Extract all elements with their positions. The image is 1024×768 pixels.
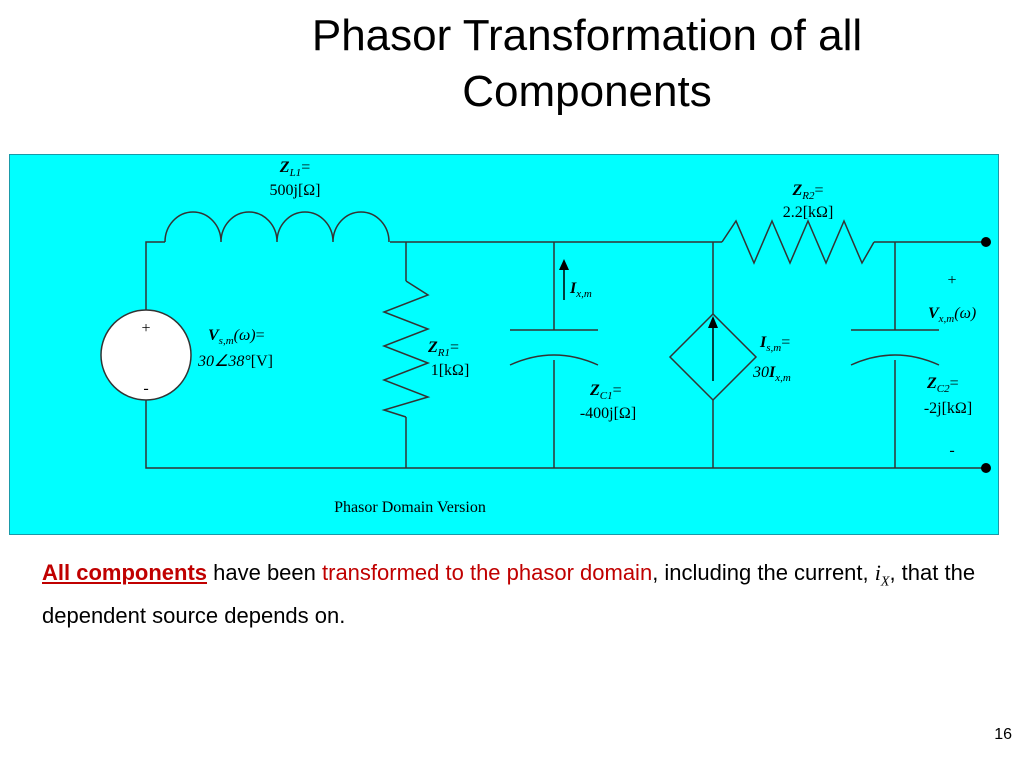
vs-name: V bbox=[208, 327, 220, 344]
zc1-subscript: C1 bbox=[600, 390, 613, 402]
highlight-phasor-domain: transformed to the phasor domain bbox=[322, 560, 653, 585]
dependent-current-source bbox=[668, 312, 758, 402]
slide-title-line-2: Components bbox=[462, 67, 712, 116]
zr1-label: ZR1= bbox=[427, 339, 459, 359]
circuit-wires bbox=[145, 241, 985, 469]
zr1-equals: = bbox=[450, 339, 459, 356]
zl1-value: 500j[Ω] bbox=[270, 182, 321, 199]
zr1-name: Z bbox=[427, 339, 438, 356]
zl1-equals: = bbox=[301, 159, 310, 176]
circuit-caption: Phasor Domain Version bbox=[334, 499, 486, 516]
circuit-diagram: + - ZL1= 500j[Ω] ZR2= 2.2[kΩ] Vs,m(ω)= bbox=[100, 159, 991, 516]
zc2-subscript: C2 bbox=[937, 383, 950, 395]
slide-body-text: All components have been transformed to … bbox=[42, 556, 992, 633]
dep-source-label: Is,m= bbox=[759, 334, 790, 354]
vs-arg: (ω) bbox=[234, 327, 256, 344]
output-terminal-top bbox=[981, 237, 991, 247]
output-terminal-bottom bbox=[981, 463, 991, 473]
zc2-name: Z bbox=[926, 375, 937, 392]
zr2-equals: = bbox=[814, 182, 823, 199]
capacitor-c1-plate-bottom bbox=[509, 354, 599, 366]
body-text-part-3: , including the current, bbox=[652, 560, 875, 585]
dep-source-arrow-head bbox=[708, 316, 718, 328]
zc1-label: ZC1= bbox=[589, 382, 622, 402]
dep-source-value: 30Ix,m bbox=[752, 364, 791, 384]
capacitor-c2-plate-bottom bbox=[850, 354, 940, 366]
zc2-equals: = bbox=[950, 375, 959, 392]
zr2-name: Z bbox=[791, 182, 802, 199]
dep-source-ref-name: I bbox=[768, 364, 776, 381]
zr2-value: 2.2[kΩ] bbox=[783, 204, 834, 221]
highlight-all-components: All components bbox=[42, 560, 208, 585]
zc2-label: ZC2= bbox=[926, 375, 959, 395]
ix-arrow-head bbox=[559, 259, 569, 270]
zc1-name: Z bbox=[589, 382, 600, 399]
zc2-value: -2j[kΩ] bbox=[924, 400, 972, 417]
zc1-value: -400j[Ω] bbox=[580, 405, 636, 422]
ix-symbol-subscript: X bbox=[880, 574, 890, 590]
source-minus-sign: - bbox=[143, 380, 148, 397]
resistor-zr2 bbox=[721, 219, 875, 265]
ix-name: I bbox=[569, 280, 577, 297]
dep-source-name: I bbox=[759, 334, 767, 351]
zr1-value: 1[kΩ] bbox=[431, 362, 470, 379]
vout-subscript: x,m bbox=[938, 313, 955, 325]
zl1-label: ZL1= bbox=[279, 159, 310, 179]
circuit-panel: + - ZL1= 500j[Ω] ZR2= 2.2[kΩ] Vs,m(ω)= bbox=[9, 154, 999, 535]
vs-value: 30∠38°[V] bbox=[197, 353, 273, 370]
ix-subscript: x,m bbox=[575, 288, 592, 300]
zl1-subscript: L1 bbox=[289, 167, 302, 179]
vs-label: Vs,m(ω)= bbox=[208, 327, 265, 347]
inductor-zl1 bbox=[164, 211, 390, 243]
zr1-subscript: R1 bbox=[437, 347, 450, 359]
vout-arg: (ω) bbox=[954, 305, 976, 322]
body-text-part-2: have been bbox=[207, 560, 322, 585]
dep-source-gain: 30 bbox=[752, 364, 769, 381]
ix-symbol-letter: i bbox=[874, 560, 881, 585]
vout-name: V bbox=[928, 305, 940, 322]
resistor-zr1 bbox=[381, 280, 431, 418]
ix-symbol: iX bbox=[874, 560, 890, 589]
ix-label: Ix,m bbox=[569, 280, 592, 300]
source-plus-sign: + bbox=[141, 320, 150, 337]
vout-minus-sign: - bbox=[949, 442, 954, 459]
zl1-name: Z bbox=[279, 159, 290, 176]
vs-subscript: s,m bbox=[219, 335, 234, 347]
body-text-part-4: , that the dependent source depends on. bbox=[42, 560, 976, 629]
slide-title: Phasor Transformation of all Components bbox=[150, 8, 1024, 120]
vs-unit: [V] bbox=[251, 353, 273, 370]
slide-title-line-1: Phasor Transformation of all bbox=[311, 11, 863, 60]
zr2-label: ZR2= bbox=[791, 182, 823, 202]
zc1-equals: = bbox=[613, 382, 622, 399]
vs-value-italic: 30∠38° bbox=[197, 353, 251, 370]
dep-source-equals: = bbox=[781, 334, 790, 351]
vout-plus-sign: + bbox=[947, 272, 956, 289]
dep-source-ref-subscript: x,m bbox=[774, 372, 791, 384]
page-number: 16 bbox=[994, 726, 1012, 743]
dep-source-subscript: s,m bbox=[766, 342, 781, 354]
voltage-source-circle bbox=[100, 309, 192, 401]
vout-label: Vx,m(ω) bbox=[928, 305, 976, 325]
wire-left-top bbox=[145, 241, 165, 323]
zr2-subscript: R2 bbox=[801, 190, 815, 202]
vs-equals: = bbox=[256, 327, 265, 344]
wire-bottom-rail bbox=[145, 387, 985, 469]
